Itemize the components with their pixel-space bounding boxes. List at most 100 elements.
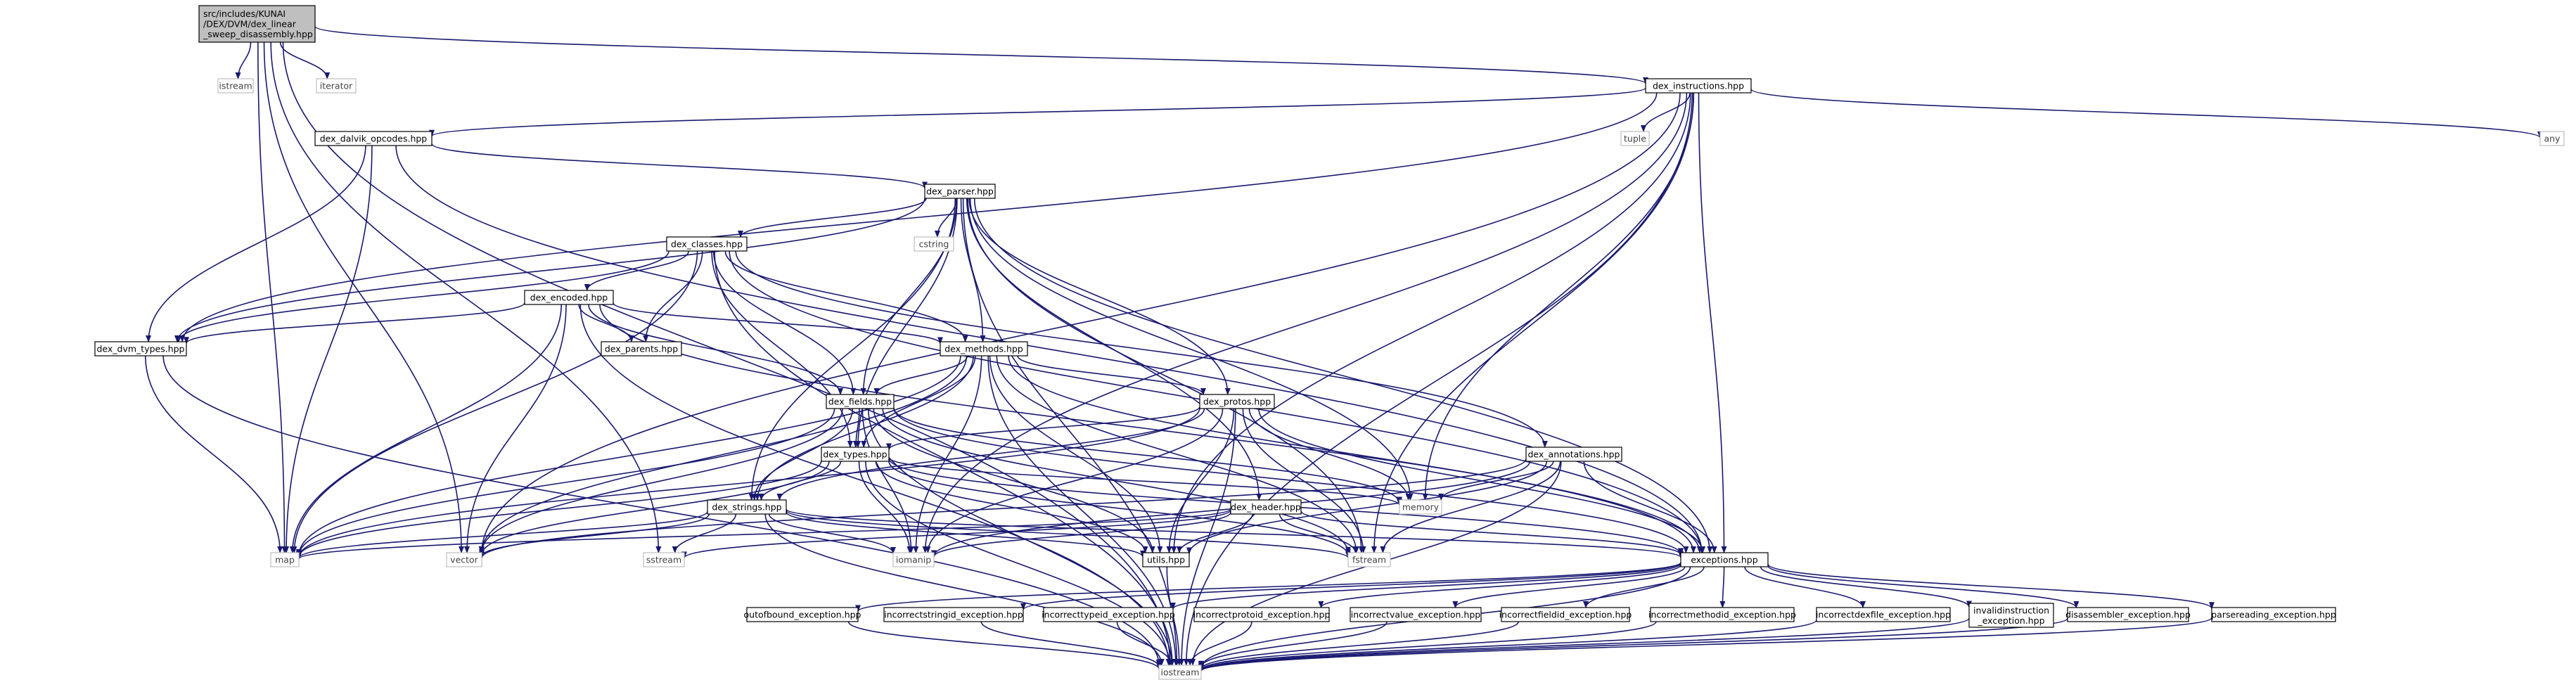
edge-dex-strings-to-iostream [764,513,1165,666]
node-exceptions[interactable]: exceptions.hpp [1680,552,1769,567]
node-disassembler-label: disassembler_exception.hpp [2065,610,2191,620]
edge-root-to-map [257,41,288,553]
node-dex-types[interactable]: dex_types.hpp [821,447,890,462]
node-dex-dvm-types-box [94,341,187,357]
node-parsereading-label: parsereading_exception.hpp [2211,610,2336,620]
edge-dex-dalvik-opcodes-to-dex-dvm-types [146,145,366,342]
node-dex-encoded[interactable]: dex_encoded.hpp [524,290,614,305]
edge-dex-fields-to-dex-types [852,408,860,448]
node-dex-types-box [821,447,890,462]
edge-dex-parser-to-dex-types [855,198,958,448]
node-utils[interactable]: utils.hpp [1142,552,1190,567]
node-dex-annotations[interactable]: dex_annotations.hpp [1525,447,1622,462]
node-iomanip-box [892,552,935,567]
edge-dex-annotations-to-vector [479,458,1527,559]
node-map-label: map [275,555,295,565]
edge-exceptions-to-outofbound [855,561,1681,612]
edge-dex-fields-to-exceptions [893,407,1689,553]
node-dex-fields-label: dex_fields.hpp [828,397,892,407]
node-dex-parser[interactable]: dex_parser.hpp [924,184,996,199]
node-incorrecttypeid-box [1043,607,1174,622]
edge-root-to-istream-top [235,41,252,79]
edge-dex-strings-to-map [296,511,708,559]
node-incorrectmethodid[interactable]: incorrectmethodid_exception.hpp [1648,607,1796,622]
edge-dex-header-to-map [296,508,1231,560]
node-disassembler[interactable]: disassembler_exception.hpp [2065,607,2191,622]
edge-dex-strings-to-utils [786,511,1146,558]
node-root-box [198,5,316,43]
node-incorrectfieldid[interactable]: incorrectfieldid_exception.hpp [1499,607,1632,622]
node-incorrecttypeid[interactable]: incorrecttypeid_exception.hpp [1042,607,1175,622]
node-dex-classes[interactable]: dex_classes.hpp [666,236,748,252]
node-root-label: _sweep_disassembly.hpp [203,29,313,39]
node-incorrectvalue-box [1350,607,1482,622]
edge-dex-classes-to-dex-dvm-types [176,250,669,342]
edge-dex-annotations-to-exceptions [1583,461,1717,553]
edge-incorrectstringid-to-iostream [980,621,1162,668]
edge-exceptions-to-incorrectvalue [1452,566,1686,608]
node-dex-dvm-types[interactable]: dex_dvm_types.hpp [94,341,187,357]
node-incorrectmethodid-label: incorrectmethodid_exception.hpp [1648,610,1796,620]
edge-outofbound-to-iostream [847,621,1162,670]
node-dex-classes-box [666,236,748,252]
edge-incorrectmethodid-to-iostream [1198,621,1657,671]
node-dex-header[interactable]: dex_header.hpp [1230,499,1302,515]
node-istream-top-label: istream [219,81,252,91]
node-cstring: cstring [914,236,954,252]
edge-dex-parser-to-fstream [967,198,1364,553]
node-vector: vector [446,552,482,567]
node-dex-parents[interactable]: dex_parents.hpp [601,341,682,357]
node-dex-protos[interactable]: dex_protos.hpp [1199,394,1275,409]
node-dex-dalvik-opcodes[interactable]: dex_dalvik_opcodes.hpp [314,131,432,146]
edge-dex-encoded-to-dex-methods [613,302,943,345]
node-root[interactable]: src/includes/KUNAI/DEX/DVM/dex_linear_sw… [198,5,316,43]
edge-dex-methods-to-dex-strings [755,355,974,501]
node-invalidinstruction[interactable]: invalidinstruction_exception.hpp [1968,603,2054,628]
node-dex-strings[interactable]: dex_strings.hpp [707,499,787,515]
node-outofbound-label: outofbound_exception.hpp [744,610,861,620]
edge-exceptions-to-incorrectprotoid [1318,564,1681,608]
node-incorrecttypeid-label: incorrecttypeid_exception.hpp [1042,610,1175,620]
node-fstream-box [1347,552,1391,567]
edge-dex-dalvik-opcodes-to-exceptions [395,145,1705,553]
edge-dex-parser-to-dex-dvm-types [174,198,925,342]
node-dex-dalvik-opcodes-label: dex_dalvik_opcodes.hpp [320,134,428,144]
node-dex-instructions-label: dex_instructions.hpp [1653,81,1744,91]
node-parsereading[interactable]: parsereading_exception.hpp [2211,607,2336,622]
node-incorrectprotoid[interactable]: incorrectprotoid_exception.hpp [1193,607,1331,622]
node-incorrectvalue[interactable]: incorrectvalue_exception.hpp [1350,607,1482,622]
node-incorrectdexfile[interactable]: incorrectdexfile_exception.hpp [1816,607,1951,622]
node-dex-encoded-label: dex_encoded.hpp [530,293,608,303]
node-fstream-label: fstream [1352,555,1386,565]
edge-root-to-iostream [282,41,1173,666]
node-dex-protos-box [1199,394,1275,409]
edge-dex-parser-to-dex-classes [738,198,927,238]
node-memory: memory [1399,499,1442,515]
node-vector-box [446,552,482,567]
node-dex-methods[interactable]: dex_methods.hpp [940,341,1028,357]
edge-dex-encoded-to-dex-dvm-types [184,302,525,345]
node-iterator-label: iterator [320,81,353,91]
node-dex-parents-box [601,341,682,357]
edge-root-to-iterator [279,41,331,79]
edge-dex-parser-to-exceptions [973,198,1713,553]
edge-dex-methods-to-dex-fields [873,355,968,395]
node-exceptions-label: exceptions.hpp [1691,555,1757,565]
node-any-box [2539,131,2565,146]
node-dex-fields[interactable]: dex_fields.hpp [826,394,895,409]
edge-exceptions-to-incorrectstringid [1020,562,1681,610]
edge-dex-classes-to-dex-fields [712,250,857,395]
node-dex-instructions[interactable]: dex_instructions.hpp [1645,78,1752,94]
edge-dex-parser-to-memory [969,198,1414,501]
node-outofbound[interactable]: outofbound_exception.hpp [744,607,861,622]
node-iomanip-label: iomanip [896,555,931,565]
edge-dex-parser-to-dex-protos [968,198,1231,395]
node-dex-strings-label: dex_strings.hpp [712,502,781,513]
node-dex-methods-label: dex_methods.hpp [944,344,1023,354]
node-incorrectprotoid-label: incorrectprotoid_exception.hpp [1193,610,1331,620]
edge-dex-dalvik-opcodes-to-dex-parser [431,143,928,189]
edge-dex-types-to-fstream [888,461,1351,556]
edge-dex-classes-to-dex-parents [643,250,703,342]
node-incorrectstringid[interactable]: incorrectstringid_exception.hpp [883,607,1024,622]
edge-dex-strings-to-sstream [672,513,737,553]
